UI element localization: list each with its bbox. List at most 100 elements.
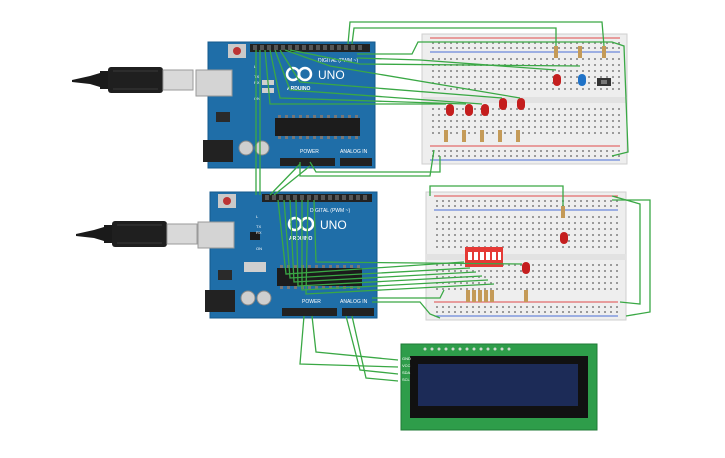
led-red bbox=[465, 104, 473, 116]
breadboard-hole bbox=[492, 42, 494, 44]
breadboard-hole bbox=[582, 64, 584, 66]
resistor-row-bottom[interactable] bbox=[466, 206, 565, 302]
breadboard-hole bbox=[496, 276, 498, 278]
breadboard-hole bbox=[490, 200, 492, 202]
breadboard-hole bbox=[598, 270, 600, 272]
breadboard-hole bbox=[550, 246, 552, 248]
breadboard-hole bbox=[432, 120, 434, 122]
breadboard-hole bbox=[508, 222, 510, 224]
breadboard-hole bbox=[504, 88, 506, 90]
breadboard-hole bbox=[564, 76, 566, 78]
breadboard-hole bbox=[592, 205, 594, 207]
breadboard-hole bbox=[576, 132, 578, 134]
breadboard-hole bbox=[574, 288, 576, 290]
breadboard-hole bbox=[546, 42, 548, 44]
breadboard-hole bbox=[432, 88, 434, 90]
breadboard-hole bbox=[552, 114, 554, 116]
breadboard-hole bbox=[616, 216, 618, 218]
breadboard-hole bbox=[592, 222, 594, 224]
breadboard-hole bbox=[492, 82, 494, 84]
breadboard-hole bbox=[540, 126, 542, 128]
lcd-16x2-module[interactable]: GND VCC SDA SCL bbox=[400, 343, 598, 431]
breadboard-hole bbox=[468, 47, 470, 49]
usb-cable-top bbox=[72, 67, 194, 93]
breadboard-hole bbox=[454, 264, 456, 266]
wire bbox=[351, 315, 399, 382]
breadboard-hole bbox=[492, 76, 494, 78]
breadboard-hole bbox=[484, 228, 486, 230]
breadboard-hole bbox=[502, 240, 504, 242]
breadboard-hole bbox=[592, 311, 594, 313]
breadboard-hole bbox=[606, 108, 608, 110]
breadboard-hole bbox=[474, 88, 476, 90]
breadboard-hole bbox=[466, 311, 468, 313]
wires[interactable] bbox=[255, 21, 651, 382]
breadboard-hole bbox=[442, 246, 444, 248]
wire bbox=[273, 165, 311, 196]
breadboard-hole bbox=[538, 311, 540, 313]
breadboard-hole bbox=[562, 282, 564, 284]
led-row-bottom[interactable] bbox=[522, 232, 568, 274]
breadboard-hole bbox=[552, 155, 554, 157]
breadboard-hole bbox=[568, 276, 570, 278]
breadboard-hole bbox=[586, 222, 588, 224]
breadboard-hole bbox=[448, 306, 450, 308]
breadboard-hole bbox=[448, 222, 450, 224]
breadboard-hole bbox=[480, 82, 482, 84]
dip-switch[interactable] bbox=[465, 247, 503, 267]
breadboard-hole bbox=[498, 114, 500, 116]
breadboard-hole bbox=[550, 282, 552, 284]
breadboard-hole bbox=[528, 76, 530, 78]
breadboard-hole bbox=[600, 47, 602, 49]
breadboard-hole bbox=[516, 47, 518, 49]
arduino-uno-bottom[interactable]: UNO ARDUINO DIGITAL (PWM ~) POWER ANALOG… bbox=[197, 191, 378, 319]
breadboard-hole bbox=[546, 58, 548, 60]
breadboard-hole bbox=[594, 114, 596, 116]
breadboard-hole bbox=[610, 200, 612, 202]
breadboard-hole bbox=[586, 264, 588, 266]
breadboard-hole bbox=[556, 311, 558, 313]
breadboard-hole bbox=[448, 205, 450, 207]
breadboard-hole bbox=[604, 276, 606, 278]
resistor-row-top[interactable] bbox=[444, 46, 606, 142]
pushbutton[interactable] bbox=[597, 78, 611, 86]
breadboard-hole bbox=[598, 240, 600, 242]
breadboard-hole bbox=[472, 234, 474, 236]
breadboard-hole bbox=[534, 126, 536, 128]
led-red bbox=[446, 104, 454, 116]
breadboard-hole bbox=[462, 76, 464, 78]
arduino-uno-top[interactable]: UNO ARDUINO DIGITAL (PWM ~) POWER ANALOG… bbox=[195, 41, 376, 169]
breadboard-hole bbox=[480, 88, 482, 90]
breadboard-hole bbox=[616, 311, 618, 313]
breadboard-hole bbox=[610, 222, 612, 224]
breadboard-hole bbox=[436, 216, 438, 218]
breadboard-hole bbox=[582, 114, 584, 116]
breadboard-hole bbox=[486, 120, 488, 122]
breadboard-hole bbox=[436, 276, 438, 278]
breadboard-hole bbox=[598, 216, 600, 218]
breadboard-hole bbox=[616, 264, 618, 266]
breadboard-hole bbox=[514, 306, 516, 308]
breadboard-hole bbox=[468, 132, 470, 134]
breadboard-hole bbox=[588, 58, 590, 60]
breadboard-hole bbox=[550, 270, 552, 272]
breadboard-hole bbox=[610, 240, 612, 242]
breadboard-hole bbox=[472, 200, 474, 202]
breadboard-hole bbox=[522, 42, 524, 44]
breadboard-hole bbox=[466, 222, 468, 224]
breadboard-hole bbox=[526, 276, 528, 278]
breadboard-hole bbox=[574, 276, 576, 278]
wire bbox=[345, 315, 399, 375]
led-row-top[interactable] bbox=[446, 74, 586, 116]
breadboard-hole bbox=[550, 276, 552, 278]
breadboard-hole bbox=[504, 150, 506, 152]
breadboard-hole bbox=[498, 126, 500, 128]
breadboard-hole bbox=[540, 114, 542, 116]
breadboard-hole bbox=[604, 222, 606, 224]
breadboard-hole bbox=[586, 311, 588, 313]
breadboard-hole bbox=[564, 82, 566, 84]
breadboard-hole bbox=[462, 120, 464, 122]
breadboard-hole bbox=[456, 76, 458, 78]
breadboard-hole bbox=[460, 306, 462, 308]
breadboard-hole bbox=[612, 150, 614, 152]
